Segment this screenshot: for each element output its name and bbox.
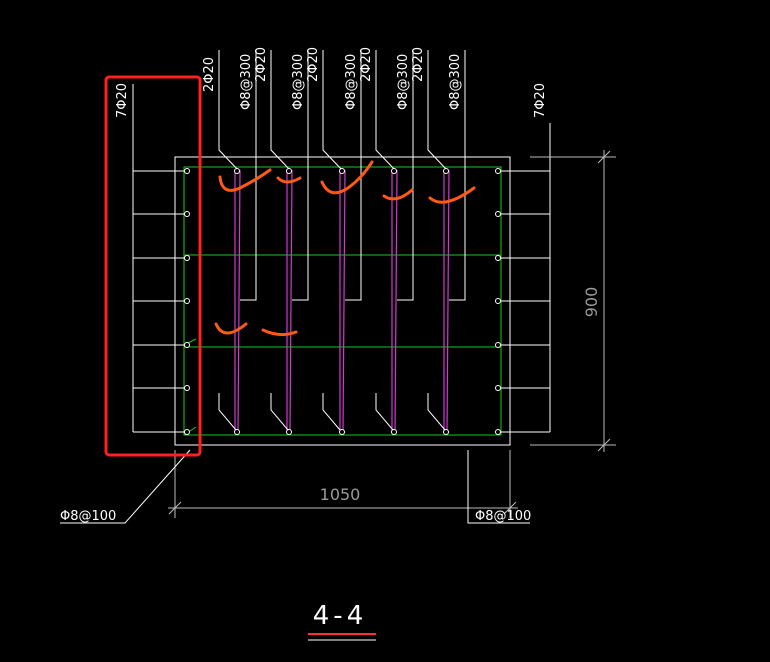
top-bar-label-3: 2Φ20 [306, 47, 321, 82]
left-tie-label: Φ8@100 [60, 509, 116, 524]
top-bar-label-2: 2Φ20 [254, 47, 269, 82]
section-outline [174, 156, 511, 446]
highlight-box [104, 75, 202, 457]
left-tie-leader [60, 449, 191, 524]
width-dimension [168, 450, 518, 518]
green-ties [183, 166, 502, 436]
top-bar-label-4: 2Φ20 [359, 47, 374, 82]
orange-markup [214, 160, 476, 337]
rebar-dots [184, 168, 501, 435]
stirrup-label-1: Φ8@300 [239, 54, 254, 110]
top-leaders [218, 50, 466, 301]
top-bar-label-5: 2Φ20 [411, 47, 426, 82]
top-bar-label-1: 2Φ20 [202, 57, 217, 92]
stirrup-label-5: Φ8@300 [448, 54, 463, 110]
stirrup-label-3: Φ8@300 [344, 54, 359, 110]
magenta-stirrups [234, 169, 450, 433]
height-dimension-text: 900 [582, 287, 601, 318]
left-bar-label: 7Φ20 [115, 83, 130, 118]
left-rebar-leaders [132, 84, 186, 433]
right-rebar-leaders [499, 123, 551, 433]
stirrup-label-2: Φ8@300 [291, 54, 306, 110]
height-dimension [530, 150, 616, 452]
right-tie-leader [467, 450, 530, 524]
right-bar-label: 7Φ20 [533, 83, 548, 118]
section-title: 4-4 [313, 601, 367, 631]
width-dimension-text: 1050 [320, 485, 361, 504]
bottom-hooks [218, 393, 446, 431]
right-tie-label: Φ8@100 [475, 509, 531, 524]
stirrup-label-4: Φ8@300 [396, 54, 411, 110]
